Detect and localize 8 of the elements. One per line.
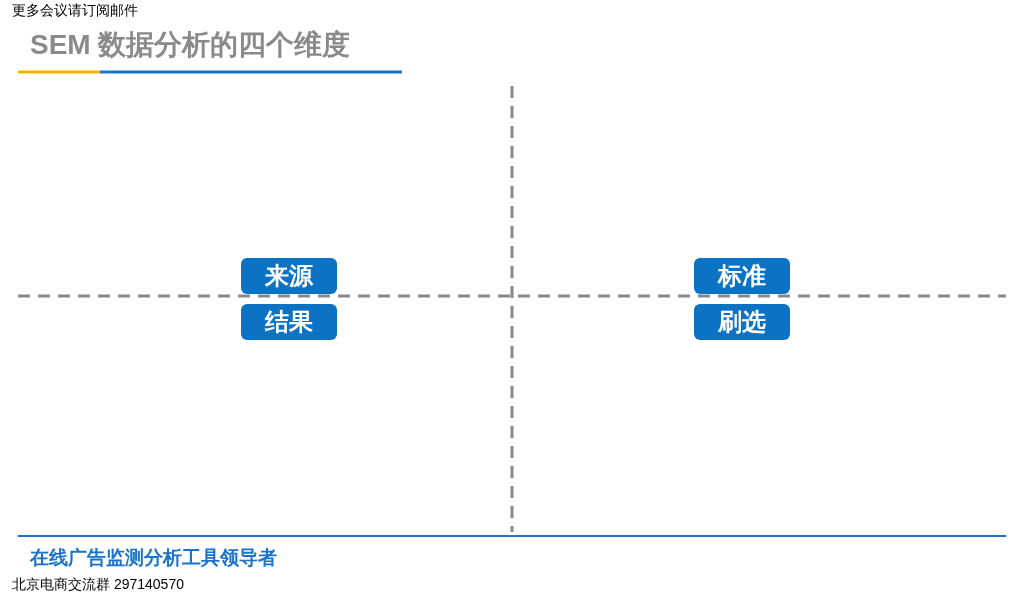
header-note: 更多会议请订阅邮件 bbox=[12, 2, 138, 20]
quadrant-label: 结果 bbox=[241, 304, 337, 340]
quadrant-label: 来源 bbox=[241, 258, 337, 294]
quadrant-label: 标准 bbox=[694, 258, 790, 294]
tagline: 在线广告监测分析工具领导者 bbox=[30, 546, 277, 570]
quadrant-label: 刷选 bbox=[694, 304, 790, 340]
footer-note: 北京电商交流群 297140570 bbox=[12, 576, 184, 593]
slide-title: SEM 数据分析的四个维度 bbox=[30, 28, 351, 62]
